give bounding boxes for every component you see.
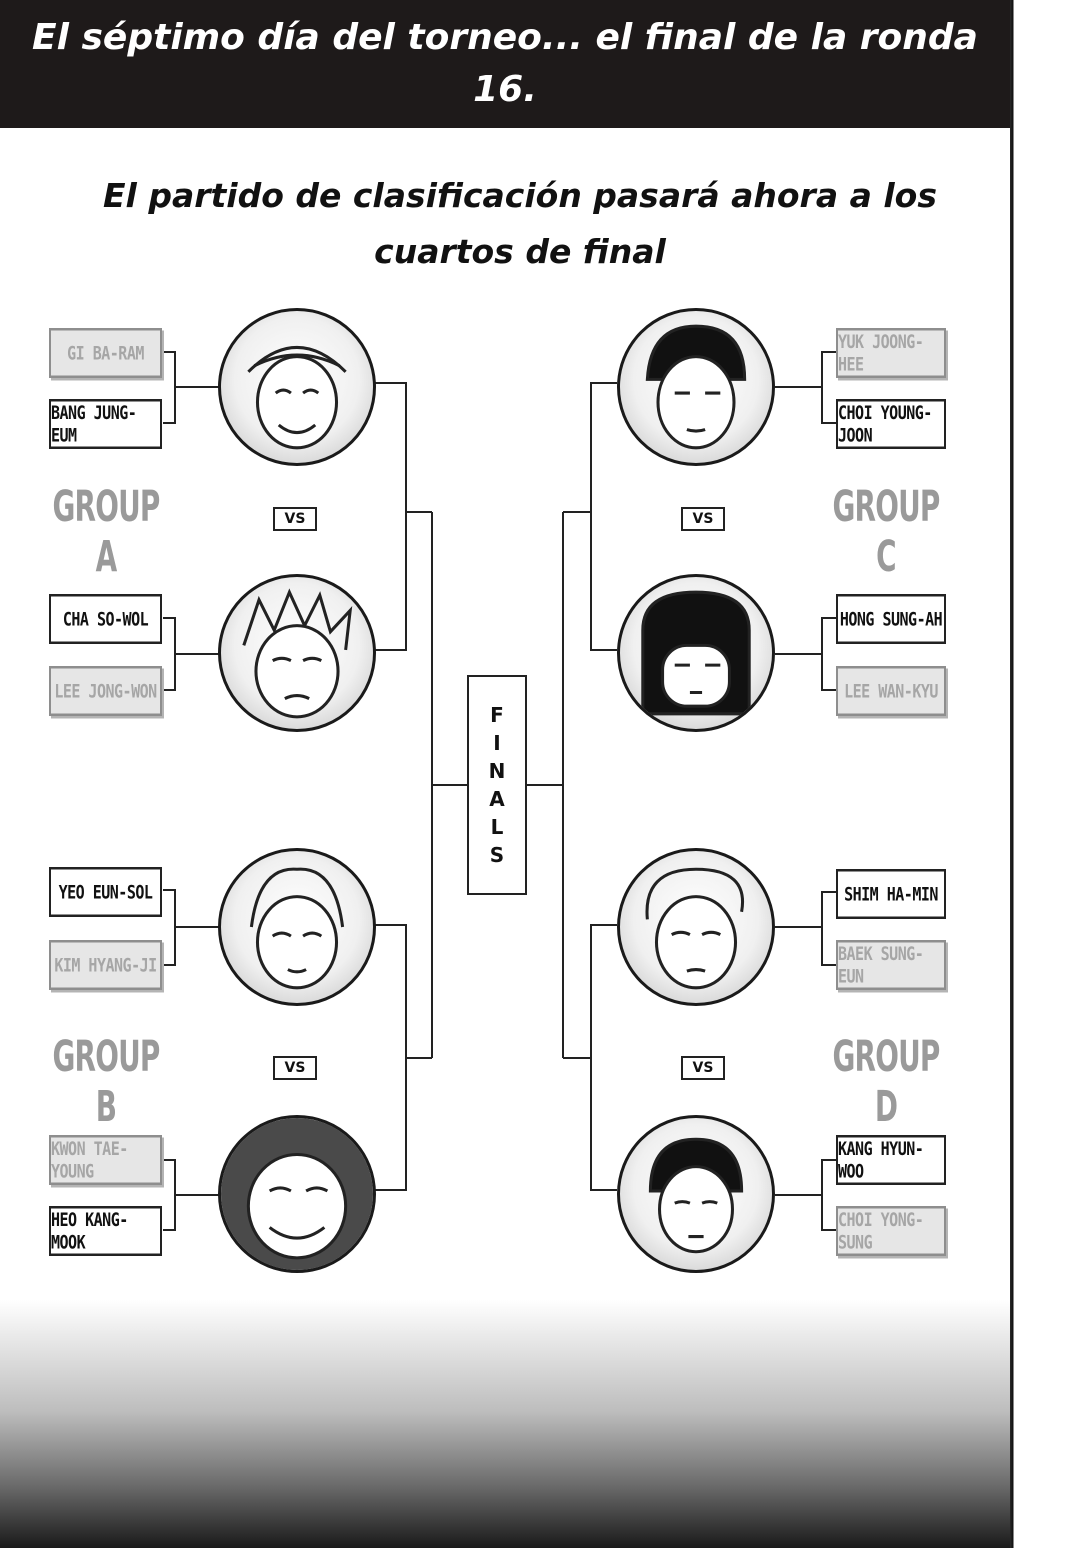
portrait-shim-ha-min: [617, 848, 775, 1006]
group-b-label: GROUP B: [52, 1032, 160, 1132]
portrait-bang-jung-eum: [218, 308, 376, 466]
player-heo-kang-mook: HEO KANG-MOOK: [49, 1206, 162, 1256]
player-shim-ha-min: SHIM HA-MIN: [836, 869, 946, 919]
player-bang-jung-eum: BANG JUNG-EUM: [49, 399, 162, 449]
finals-letter: F: [490, 703, 504, 727]
player-yeo-eun-sol: YEO EUN-SOL: [49, 867, 162, 917]
page-edge-strip: [1010, 0, 1080, 1548]
page-subtitle: El partido de clasificación pasará ahora…: [103, 176, 937, 271]
portrait-kang-hyun-woo: [617, 1115, 775, 1273]
portrait-heo-kang-mook: [218, 1115, 376, 1273]
player-kang-hyun-woo: KANG HYUN-WOO: [836, 1135, 946, 1185]
player-cha-so-wol: CHA SO-WOL: [49, 594, 162, 644]
finals-letter: L: [490, 815, 504, 839]
vs-badge-group-c: VS: [681, 507, 725, 531]
page-title: El séptimo día del torneo... el final de…: [32, 17, 978, 110]
player-kim-hyang-ji: KIM HYANG-JI: [49, 940, 162, 990]
player-lee-jong-won: LEE JONG-WON: [49, 666, 162, 716]
finals-letter: S: [489, 843, 505, 867]
vs-badge-group-b: VS: [273, 1056, 317, 1080]
finals-letter: N: [488, 759, 506, 783]
player-baek-sung-eun: BAEK SUNG-EUN: [836, 940, 946, 990]
vs-badge-group-d: VS: [681, 1056, 725, 1080]
finals-letter: A: [489, 787, 505, 811]
group-a-label: GROUP A: [52, 482, 160, 582]
player-hong-sung-ah: HONG SUNG-AH: [836, 594, 946, 644]
player-lee-wan-kyu: LEE WAN-KYU: [836, 666, 946, 716]
group-d-label: GROUP D: [832, 1032, 940, 1132]
player-kwon-tae-young: KWON TAE-YOUNG: [49, 1135, 162, 1185]
portrait-choi-young-joon: [617, 308, 775, 466]
portrait-cha-so-wol: [218, 574, 376, 732]
finals-letter: I: [493, 731, 501, 755]
player-yuk-joong-hee: YUK JOONG-HEE: [836, 328, 946, 378]
bottom-gradient: [0, 1300, 1010, 1548]
title-banner: El séptimo día del torneo... el final de…: [0, 0, 1010, 128]
player-gi-ba-ram: GI BA-RAM: [49, 328, 162, 378]
portrait-yeo-eun-sol: [218, 848, 376, 1006]
vs-badge-group-a: VS: [273, 507, 317, 531]
finals-box: F I N A L S: [467, 675, 527, 895]
player-choi-young-joon: CHOI YOUNG-JOON: [836, 399, 946, 449]
group-c-label: GROUP C: [832, 482, 940, 582]
portrait-hong-sung-ah: [617, 574, 775, 732]
player-choi-yong-sung: CHOI YONG-SUNG: [836, 1206, 946, 1256]
